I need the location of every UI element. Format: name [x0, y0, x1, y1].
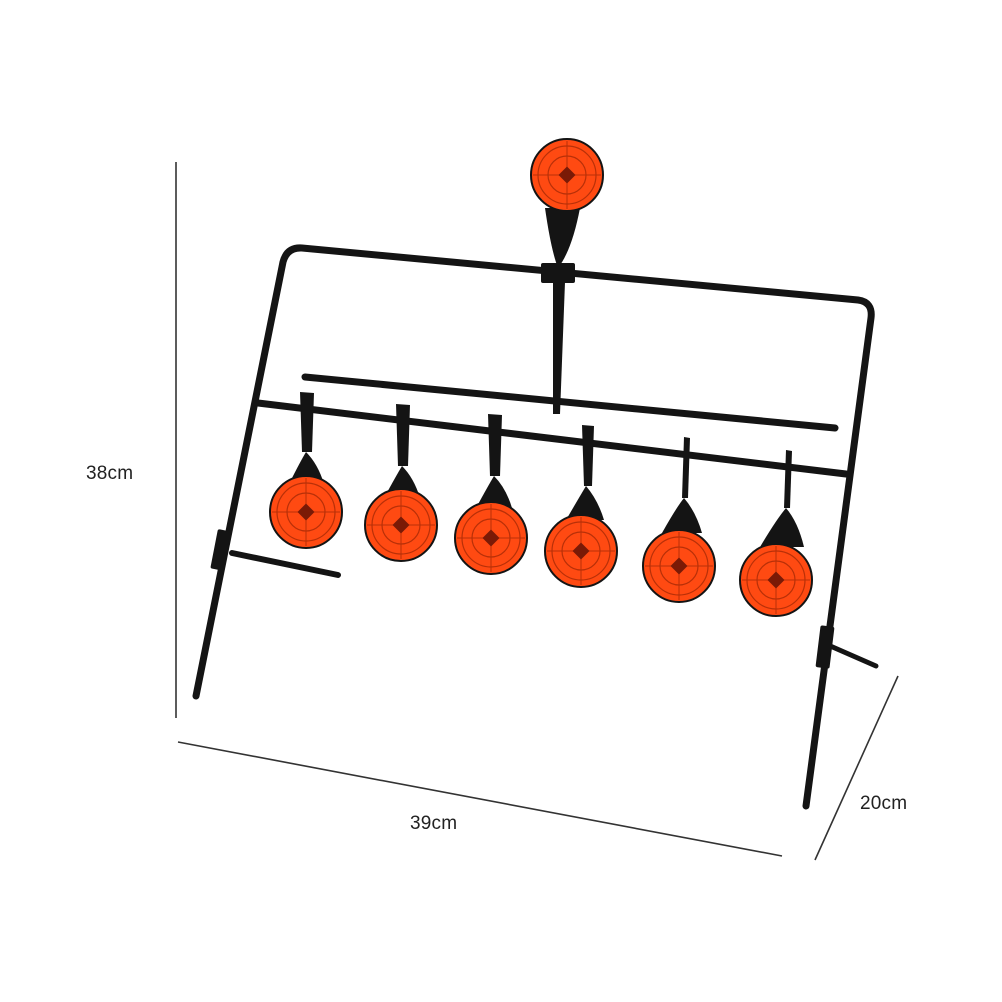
- depth-dimension-line: [814, 675, 899, 861]
- spinner-target-3: [454, 414, 528, 575]
- right-foot: [825, 642, 879, 669]
- spinner-target-2-face: [364, 488, 438, 562]
- depth-dimension-label: 20cm: [860, 793, 908, 814]
- right-hinge: [815, 625, 835, 669]
- spinner-target-6: [739, 450, 813, 617]
- dimension-lines: [175, 162, 899, 861]
- top-target-assembly: [541, 208, 580, 414]
- leg-hinges: [210, 529, 835, 669]
- target-axle: [254, 399, 850, 478]
- spinner-target-2: [364, 404, 438, 562]
- width-dimension-label: 39cm: [410, 813, 458, 834]
- spinner-target-4: [544, 425, 618, 588]
- spinner-target-4-face: [544, 514, 618, 588]
- width-dimension-line: [177, 741, 783, 857]
- lower-targets: [269, 392, 813, 617]
- top-target: [530, 138, 604, 212]
- target-frame: [192, 244, 879, 810]
- main-frame-rod: [192, 244, 875, 810]
- left-foot: [229, 550, 341, 578]
- spinner-target-3-face: [454, 501, 528, 575]
- left-hinge: [210, 529, 232, 571]
- height-dimension-label: 38cm: [86, 463, 134, 484]
- top-neck: [545, 208, 580, 268]
- top-pivot-bracket: [541, 263, 575, 283]
- spinner-target-5-face: [642, 529, 716, 603]
- spinner-target-6-face: [739, 543, 813, 617]
- spinner-target-1: [269, 392, 343, 549]
- spinner-target-5: [642, 437, 716, 603]
- spinner-target-1-face: [269, 475, 343, 549]
- reset-bar: [301, 373, 839, 432]
- top-stem: [553, 282, 565, 414]
